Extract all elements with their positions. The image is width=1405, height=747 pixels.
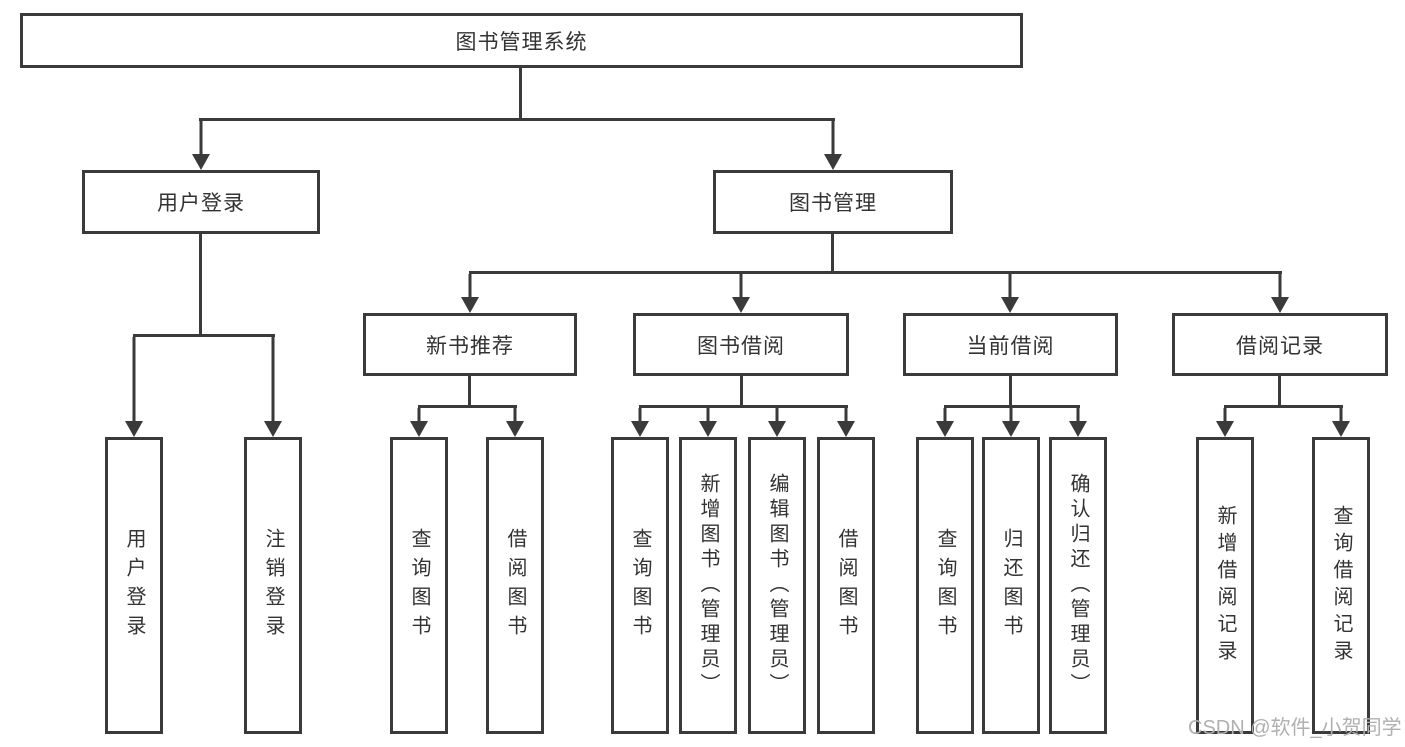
node-book-borrow: 图书借阅 [633,313,849,376]
node-new-book: 新书推荐 [363,313,577,376]
leaf-logout: 注销登录 [244,437,302,734]
leaf-current-return-label: 归还图书 [1000,527,1022,644]
connector-root-rail [199,118,835,121]
leaf-current-return: 归还图书 [982,437,1040,734]
arrow-to-book-mgmt [824,121,842,170]
connector-borrow-record-rail [1224,405,1343,408]
connector-book-mgmt-rail [469,271,1282,274]
connector-user-login-rail [133,334,275,337]
leaf-newbook-query: 查询图书 [390,437,448,734]
arrow-to-book-borrow [732,274,750,313]
arrow-bookborrow-add [699,408,717,437]
connector-current-borrow-stem [1009,376,1012,407]
arrow-to-current-borrow [1001,274,1019,313]
leaf-current-query: 查询图书 [916,437,974,734]
leaf-newbook-borrow-label: 借阅图书 [504,527,526,644]
arrow-to-new-book [461,274,479,313]
connector-root-stem [519,68,522,120]
watermark: CSDN @软件_小贺同学 [1188,711,1402,740]
node-book-borrow-label: 图书借阅 [697,334,785,358]
leaf-bookborrow-query-label: 查询图书 [629,527,651,644]
arrow-bookborrow-borrow [837,408,855,437]
arrow-newbook-borrow [506,408,524,437]
watermark-text: CSDN @软件_小贺同学 [1188,717,1402,739]
leaf-record-query: 查询借阅记录 [1312,437,1370,734]
leaf-user-login: 用户登录 [105,437,163,734]
leaf-user-login-label: 用户登录 [123,527,145,644]
arrow-bookborrow-edit [768,408,786,437]
node-current-borrow: 当前借阅 [903,313,1118,376]
arrow-current-confirm [1069,408,1087,437]
arrow-bookborrow-query [631,408,649,437]
node-user-login: 用户登录 [82,170,320,234]
connector-book-mgmt-stem [831,234,834,273]
leaf-bookborrow-edit: 编辑图书（管理员） [748,437,806,734]
node-borrow-record-label: 借阅记录 [1236,334,1324,358]
arrow-current-return [1002,408,1020,437]
node-current-borrow-label: 当前借阅 [966,334,1055,358]
node-root: 图书管理系统 [20,13,1023,68]
leaf-bookborrow-query: 查询图书 [611,437,669,734]
arrow-to-leaf-logout [264,337,282,437]
leaf-bookborrow-edit-label: 编辑图书（管理员） [766,473,788,698]
node-root-label: 图书管理系统 [455,30,588,54]
leaf-record-add-label: 新增借阅记录 [1214,504,1236,667]
node-new-book-label: 新书推荐 [426,334,514,358]
connector-book-borrow-rail [639,405,848,408]
arrow-to-user-login [192,121,210,170]
leaf-record-query-label: 查询借阅记录 [1330,504,1352,667]
leaf-record-add: 新增借阅记录 [1196,437,1254,734]
leaf-newbook-borrow: 借阅图书 [486,437,544,734]
arrow-newbook-query [410,408,428,437]
leaf-current-query-label: 查询图书 [934,527,956,644]
connector-book-borrow-stem [740,376,743,407]
arrow-current-query [936,408,954,437]
arrow-to-borrow-record [1271,274,1289,313]
connector-user-login-stem [199,234,202,336]
leaf-current-confirm: 确认归还（管理员） [1049,437,1107,734]
leaf-newbook-query-label: 查询图书 [408,527,430,644]
connector-new-book-stem [468,376,471,407]
leaf-logout-label: 注销登录 [262,527,284,644]
node-book-mgmt: 图书管理 [713,170,953,234]
leaf-bookborrow-borrow-label: 借阅图书 [835,527,857,644]
node-user-login-label: 用户登录 [157,192,245,215]
arrow-to-leaf-user-login [125,337,143,437]
connector-borrow-record-stem [1278,376,1281,407]
node-borrow-record: 借阅记录 [1172,313,1388,376]
connector-new-book-rail [418,405,517,408]
connector-current-borrow-rail [944,405,1080,408]
leaf-bookborrow-add: 新增图书（管理员） [679,437,737,734]
node-book-mgmt-label: 图书管理 [789,192,877,215]
leaf-current-confirm-label: 确认归还（管理员） [1067,473,1089,698]
leaf-bookborrow-add-label: 新增图书（管理员） [697,473,719,698]
leaf-bookborrow-borrow: 借阅图书 [817,437,875,734]
arrow-record-add [1216,408,1234,437]
arrow-record-query [1332,408,1350,437]
